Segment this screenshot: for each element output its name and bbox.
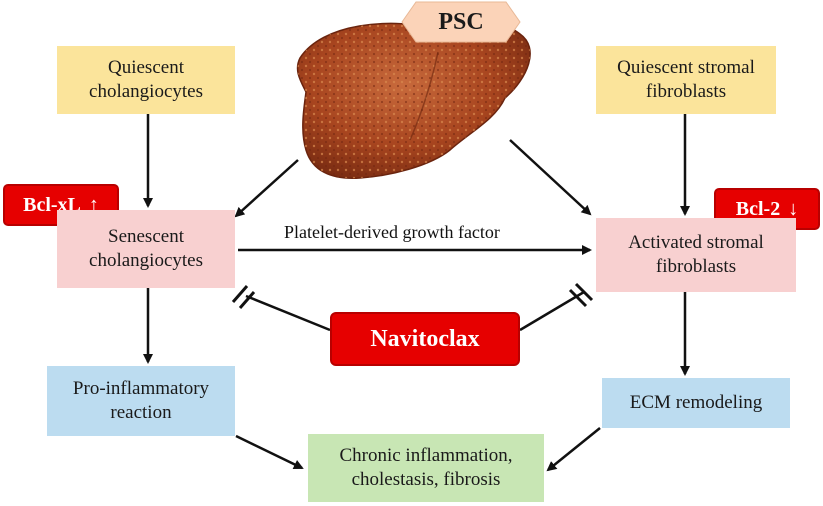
pro-inflammatory-box: Pro-inflammatory reaction [47, 366, 235, 436]
ecm-remodeling-box: ECM remodeling [602, 378, 790, 428]
arrow-proinflammatory-to-outcome [235, 434, 304, 470]
activated-fibroblasts-label: Activated stromal fibroblasts [628, 232, 764, 277]
psc-label: PSC [438, 9, 484, 35]
arrow-liver-to-activated [509, 139, 592, 216]
outcome-box: Chronic inflammation, cholestasis, fibro… [308, 434, 544, 502]
arrow-down-icon: ↓ [788, 197, 799, 220]
quiescent-fibroblasts-box: Quiescent stromal fibroblasts [596, 46, 776, 114]
navitoclax-box: Navitoclax [330, 312, 520, 366]
quiescent-fibroblasts-label: Quiescent stromal fibroblasts [617, 57, 755, 102]
navitoclax-label: Navitoclax [370, 326, 480, 352]
senescent-cholangiocytes-box: Senescent cholangiocytes [57, 210, 235, 288]
arrow-up-icon: ↑ [88, 193, 99, 216]
arrow-ecm-to-outcome [546, 427, 601, 472]
outcome-label: Chronic inflammation, cholestasis, fibro… [339, 445, 513, 490]
pro-inflammatory-label: Pro-inflammatory reaction [72, 378, 210, 423]
quiescent-cholangiocytes-label: Quiescent cholangiocytes [89, 57, 203, 102]
inhibition-bar-icon [519, 282, 594, 332]
pdgf-label: Platelet-derived growth factor [284, 222, 500, 242]
bcl-2-label: Bcl-2 [735, 197, 781, 220]
arrow-liver-to-senescent [234, 159, 299, 218]
psc-tag-shape [401, 1, 521, 43]
quiescent-cholangiocytes-box: Quiescent cholangiocytes [57, 46, 235, 114]
senescent-cholangiocytes-label: Senescent cholangiocytes [89, 226, 203, 271]
activated-fibroblasts-box: Activated stromal fibroblasts [596, 218, 796, 292]
liver-illustration [296, 21, 531, 179]
ecm-remodeling-label: ECM remodeling [629, 392, 763, 414]
inhibition-bar-icon [231, 285, 331, 332]
